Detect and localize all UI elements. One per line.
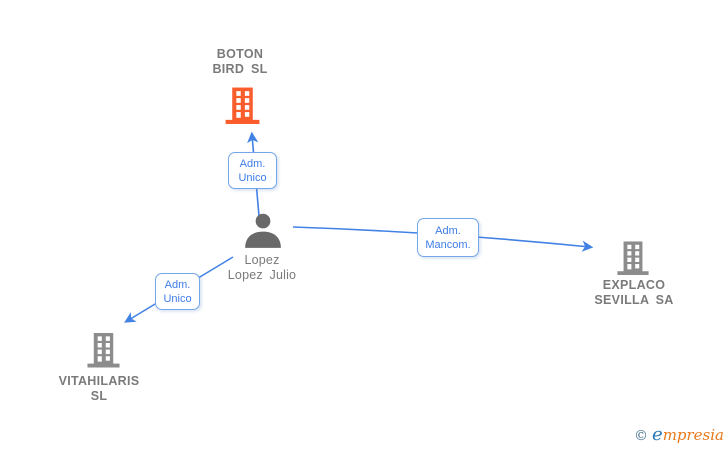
person-name-line: Lopez Julio bbox=[227, 268, 297, 282]
building-icon[interactable] bbox=[86, 331, 121, 369]
node-explaco-sevilla-sa[interactable]: EXPLACO SEVILLA SA bbox=[574, 278, 694, 308]
edge-label-adm-unico-bottom: Adm. Unico bbox=[155, 273, 200, 310]
company-name-line: VITAHILARIS bbox=[58, 374, 140, 388]
company-name-line: EXPLACO bbox=[602, 278, 666, 292]
company-name-line: BIRD SL bbox=[212, 62, 268, 76]
copyright-icon: © bbox=[634, 428, 649, 444]
person-icon[interactable] bbox=[242, 212, 284, 248]
logo-text: mpresia bbox=[662, 426, 724, 444]
node-lopez-lopez-julio[interactable]: Lopez Lopez Julio bbox=[202, 253, 322, 283]
building-icon[interactable] bbox=[616, 239, 650, 277]
company-name-line: SEVILLA SA bbox=[594, 293, 674, 307]
logo-text: e bbox=[652, 424, 663, 445]
company-name-line: SL bbox=[90, 389, 108, 403]
edge-label-adm-unico-top: Adm. Unico bbox=[228, 152, 277, 189]
building-icon[interactable] bbox=[224, 86, 261, 125]
company-name-line: BOTON bbox=[216, 47, 264, 61]
node-boton-bird-sl[interactable]: BOTON BIRD SL bbox=[180, 47, 300, 77]
empresia-logo[interactable]: ©empresia bbox=[634, 424, 724, 445]
person-name-line: Lopez bbox=[244, 253, 280, 267]
edge-label-adm-mancom: Adm. Mancom. bbox=[417, 218, 479, 257]
node-vitahilaris-sl[interactable]: VITAHILARIS SL bbox=[39, 374, 159, 404]
